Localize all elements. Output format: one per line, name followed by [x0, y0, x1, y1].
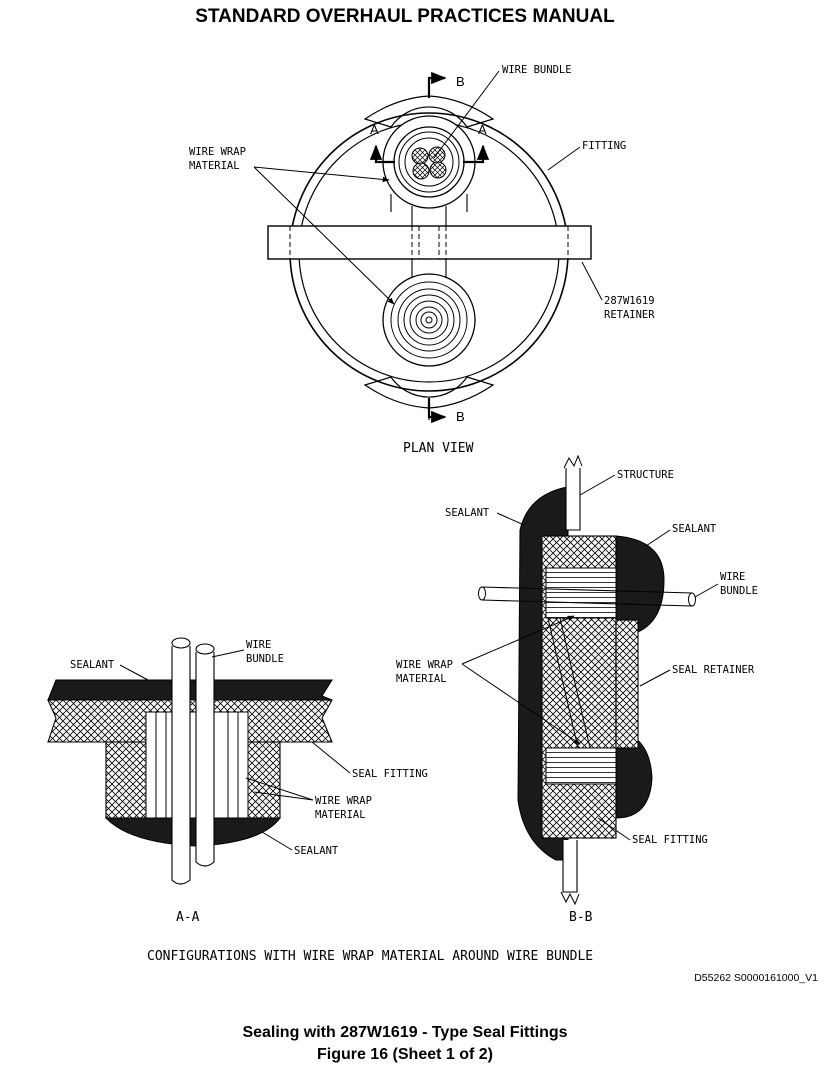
- reference-code: D55262 S0000161000_V1: [694, 972, 818, 984]
- bb-structure-top: [565, 468, 581, 531]
- configurations-title: CONFIGURATIONS WITH WIRE WRAP MATERIAL A…: [147, 949, 593, 964]
- aa-wire-1: [171, 646, 191, 885]
- section-aa-title: A-A: [176, 910, 200, 925]
- view-marker-a-right-label: A: [478, 122, 487, 137]
- bb-wire-wrap-band-top: [545, 567, 617, 619]
- aa-label-wire-line2: BUNDLE: [246, 653, 284, 665]
- label-retainer-line1: 287W1619: [604, 295, 655, 307]
- section-marker-b-bottom-label: B: [456, 409, 465, 424]
- bb-label-sealant-right: SEALANT: [672, 523, 717, 535]
- label-wire-wrap-line1: WIRE WRAP: [189, 146, 246, 158]
- bb-sealant-right-top: [615, 535, 665, 633]
- retainer-hidden-lines: [289, 226, 569, 259]
- bb-structure-bottom: [562, 840, 578, 893]
- section-bb-title: B-B: [569, 910, 593, 925]
- aa-label-seal-fitting: SEAL FITTING: [352, 768, 428, 780]
- section-marker-b-bottom: [427, 398, 447, 424]
- upper-fitting: [382, 115, 476, 226]
- aa-sealant-bottom: [104, 817, 281, 847]
- bb-label-wire-wrap-line2: MATERIAL: [396, 673, 447, 685]
- lower-fitting: [382, 258, 476, 367]
- label-wire-wrap-line2: MATERIAL: [189, 160, 240, 172]
- bb-label-seal-fitting: SEAL FITTING: [632, 834, 708, 846]
- leader-fitting: [547, 146, 581, 171]
- bb-wire-wrap-band-bottom: [545, 747, 617, 785]
- plan-view-title: PLAN VIEW: [403, 441, 474, 456]
- figure-caption-number: Figure 16 (Sheet 1 of 2): [316, 1046, 494, 1063]
- aa-label-sealant-top: SEALANT: [70, 659, 115, 671]
- aa-label-wire-line1: WIRE: [246, 639, 271, 651]
- bb-label-wire-line2: BUNDLE: [720, 585, 758, 597]
- aa-wire-2: [195, 652, 215, 867]
- leader-wire-wrap-lower: [253, 166, 395, 305]
- label-fitting: FITTING: [582, 140, 626, 152]
- aa-label-wire-wrap-line2: MATERIAL: [315, 809, 366, 821]
- plan-view: B B A A WIRE BUNDLE WIRE WRAP MATERIAL F…: [189, 64, 655, 456]
- label-wire-bundle: WIRE BUNDLE: [502, 64, 572, 76]
- retainer-bar: [267, 225, 592, 260]
- view-marker-a-left-label: A: [370, 122, 379, 137]
- section-marker-b-top: [427, 71, 447, 98]
- leader-retainer: [581, 261, 603, 301]
- bb-seal-retainer: [615, 619, 639, 749]
- manual-title: STANDARD OVERHAUL PRACTICES MANUAL: [195, 6, 615, 27]
- view-marker-a-right: [463, 144, 490, 164]
- bb-label-seal-retainer: SEAL RETAINER: [672, 664, 755, 676]
- figure-caption-title: Sealing with 287W1619 - Type Seal Fittin…: [242, 1024, 568, 1041]
- upper-chamber: [363, 95, 495, 128]
- bb-label-sealant-left: SEALANT: [445, 507, 490, 519]
- view-marker-a-left: [369, 144, 395, 164]
- section-marker-b-top-label: B: [456, 74, 465, 89]
- aa-label-sealant-bottom: SEALANT: [294, 845, 339, 857]
- section-aa: SEALANT WIRE BUNDLE SEAL FITTING WIRE WR…: [47, 637, 428, 925]
- aa-label-wire-wrap-line1: WIRE WRAP: [315, 795, 372, 807]
- bb-label-structure: STRUCTURE: [617, 469, 674, 481]
- leader-wire-bundle: [433, 70, 500, 159]
- leader-wire-wrap-upper: [253, 166, 390, 183]
- section-bb: STRUCTURE SEALANT SEALANT WIRE BUNDLE WI…: [396, 454, 758, 925]
- bb-label-wire-line1: WIRE: [720, 571, 745, 583]
- bb-leader-wire-wrap-lower: [461, 663, 581, 745]
- bb-leader-wire-wrap-upper: [461, 615, 575, 665]
- lower-chamber: [363, 376, 495, 409]
- bb-wire-bundle: [481, 586, 693, 607]
- label-retainer-line2: RETAINER: [604, 309, 655, 321]
- bb-label-wire-wrap-line1: WIRE WRAP: [396, 659, 453, 671]
